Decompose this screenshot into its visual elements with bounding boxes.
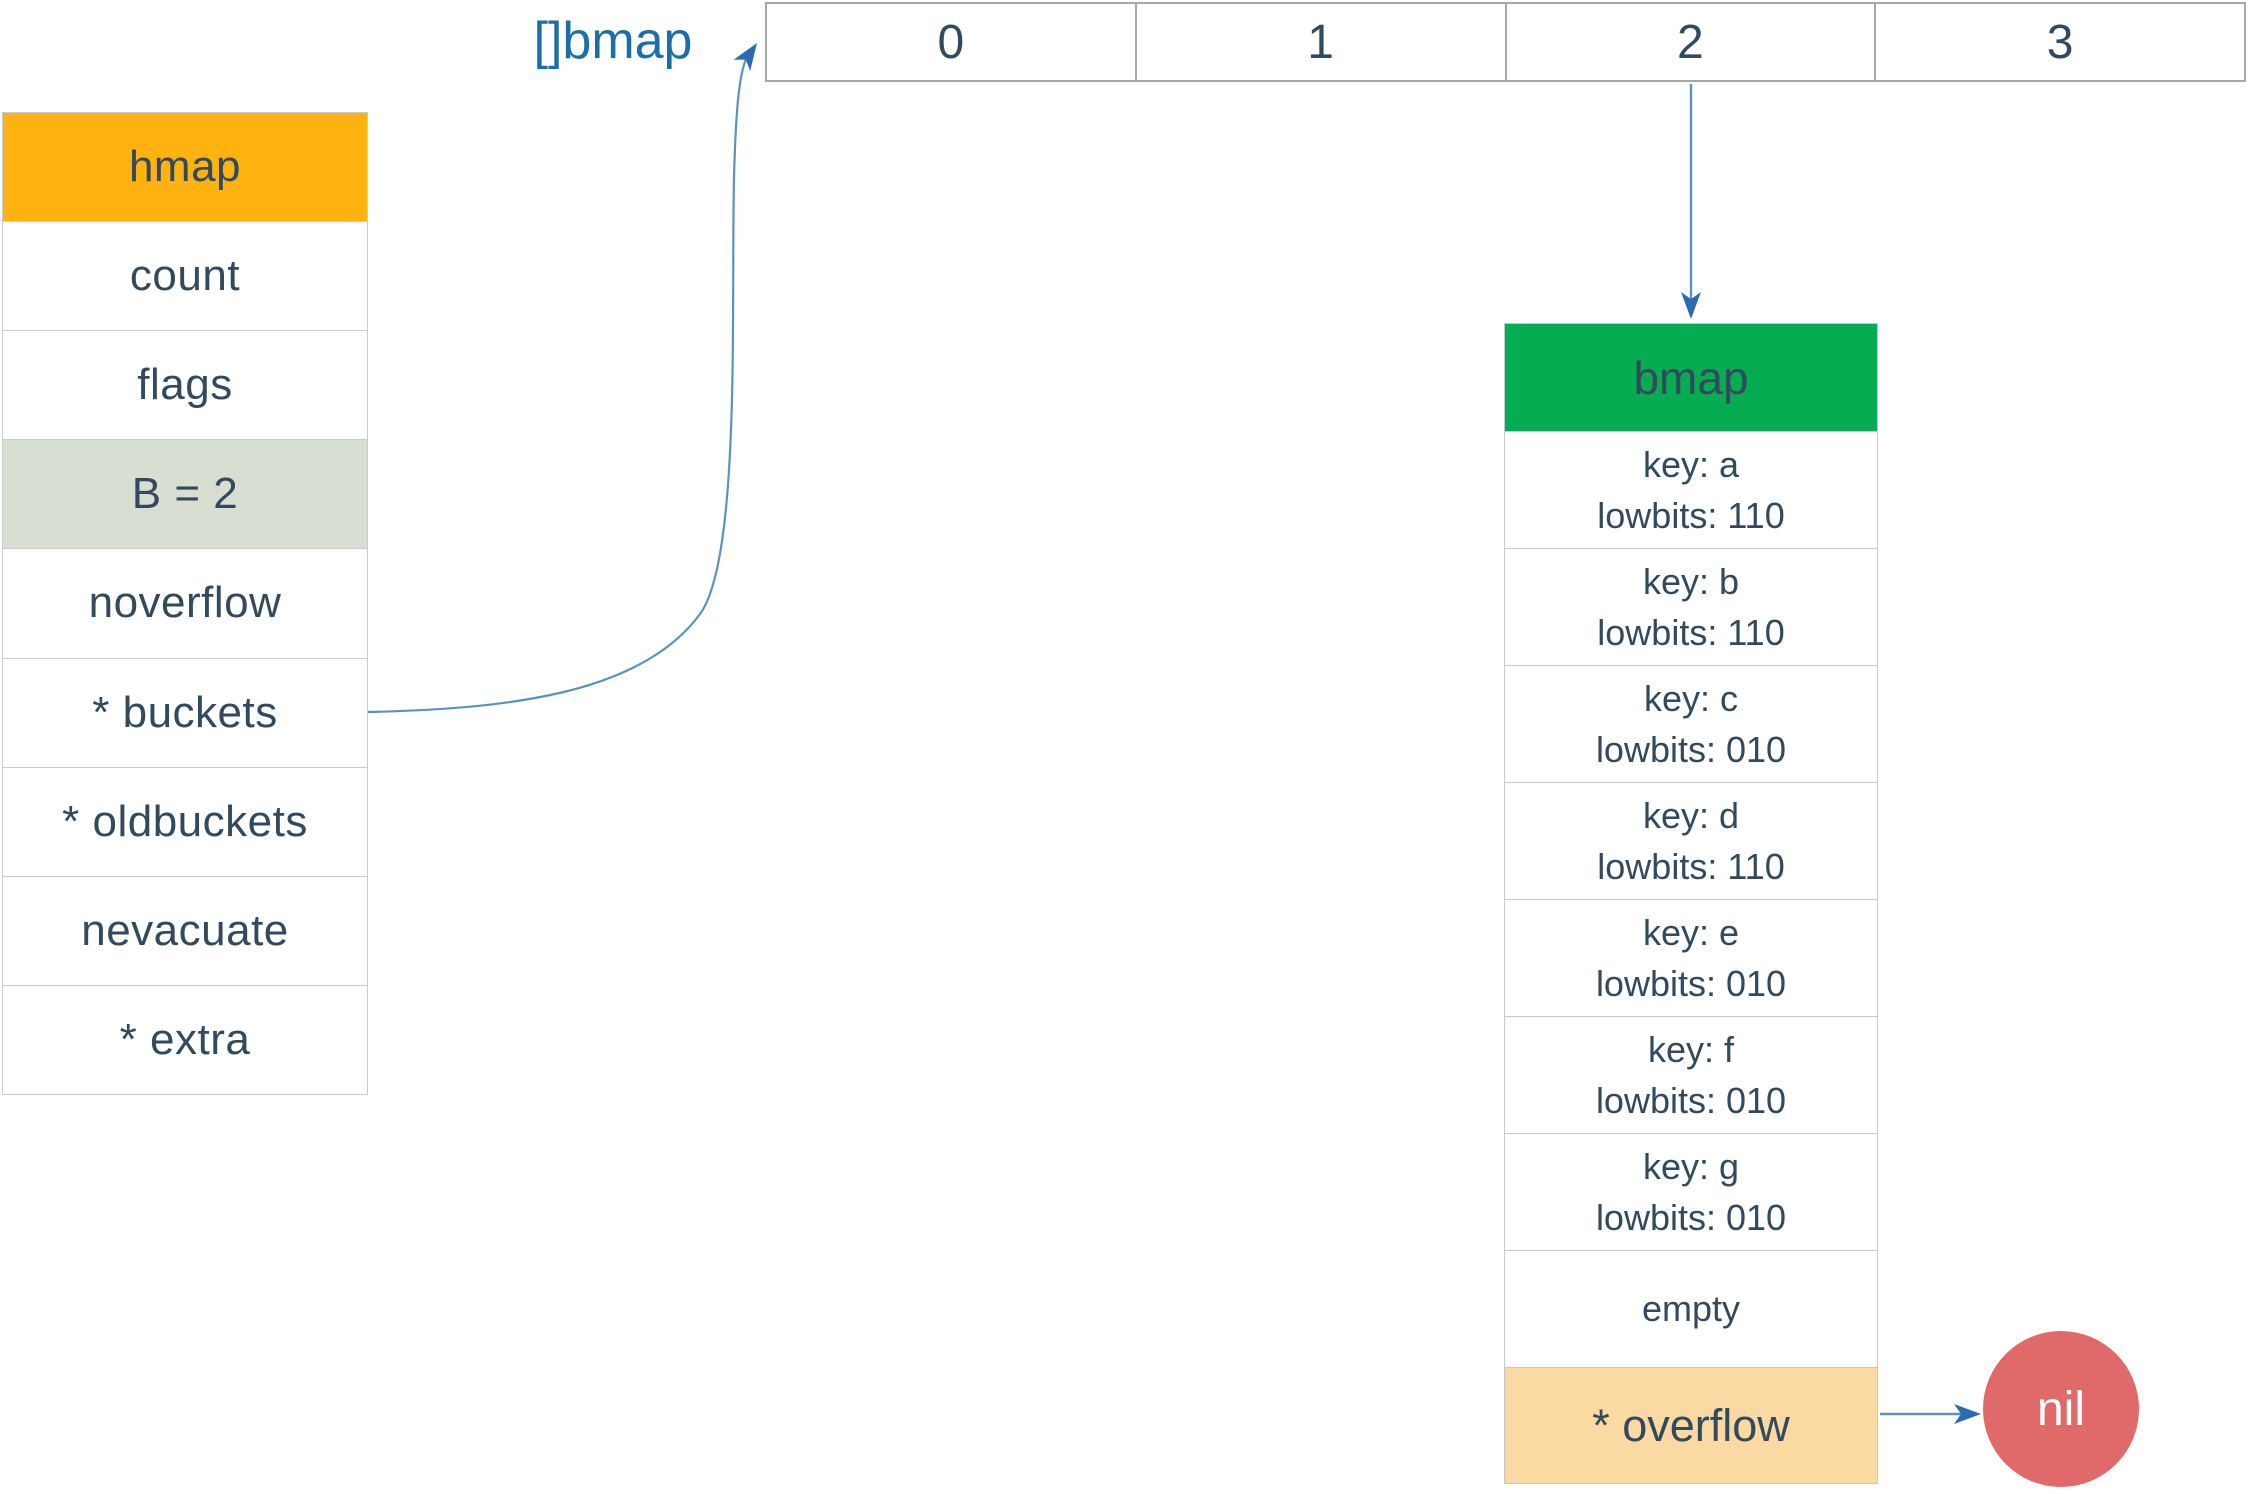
- bmap-bucket-table: bmap key: a lowbits: 110 key: b lowbits:…: [1504, 323, 1878, 1484]
- bmap-entry-key: key: e: [1642, 911, 1740, 953]
- bmap-entry-key: key: a: [1642, 443, 1740, 485]
- hmap-field-b: B = 2: [3, 439, 367, 549]
- buckets-to-array-arrow: [367, 43, 757, 714]
- bmap-entry-b: key: b lowbits: 110: [1505, 548, 1877, 665]
- bmap-overflow-pointer: * overflow: [1505, 1367, 1877, 1483]
- bmap-entry-lowbits: lowbits: 110: [1597, 846, 1785, 887]
- overflow-to-nil-arrow: [1880, 1404, 1981, 1424]
- bmap-empty-slot: empty: [1505, 1250, 1877, 1367]
- hmap-field-noverflow: noverflow: [3, 548, 367, 658]
- hmap-field-count: count: [3, 221, 367, 331]
- bmap-entry-e: key: e lowbits: 010: [1505, 899, 1877, 1016]
- hmap-field-flags: flags: [3, 330, 367, 440]
- cell2-to-bmap-arrow: [1681, 84, 1701, 319]
- bmap-entry-key: key: g: [1642, 1145, 1740, 1187]
- bucket-array: 0 1 2 3: [765, 2, 2246, 82]
- bmap-entry-key: key: c: [1643, 677, 1739, 719]
- bmap-entry-lowbits: lowbits: 010: [1595, 1197, 1787, 1238]
- bmap-entry-key: key: b: [1642, 560, 1740, 602]
- bmap-entry-g: key: g lowbits: 010: [1505, 1133, 1877, 1250]
- bmap-entry-f: key: f lowbits: 010: [1505, 1016, 1877, 1133]
- bucket-cell-0: 0: [765, 2, 1137, 82]
- bmap-entry-d: key: d lowbits: 110: [1505, 782, 1877, 899]
- hmap-table-header: hmap: [3, 113, 367, 222]
- hmap-field-nevacuate: nevacuate: [3, 875, 367, 985]
- bucket-cell-2: 2: [1505, 2, 1877, 82]
- bmap-entry-lowbits: lowbits: 010: [1595, 729, 1787, 770]
- hmap-field-buckets: * buckets: [3, 657, 367, 767]
- bmap-entry-lowbits: lowbits: 110: [1597, 612, 1785, 653]
- bmap-entry-lowbits: lowbits: 010: [1595, 963, 1787, 1004]
- bucket-cell-1: 1: [1135, 2, 1507, 82]
- bmap-entry-a: key: a lowbits: 110: [1505, 431, 1877, 548]
- nil-node: nil: [1983, 1331, 2139, 1487]
- hmap-field-extra: * extra: [3, 984, 367, 1094]
- bmap-entry-key: key: f: [1647, 1028, 1735, 1070]
- bmap-entry-lowbits: lowbits: 010: [1595, 1080, 1787, 1121]
- bmap-table-header: bmap: [1505, 324, 1877, 431]
- hmap-field-oldbuckets: * oldbuckets: [3, 766, 367, 876]
- bmap-entry-key: key: d: [1642, 794, 1740, 836]
- bucket-cell-3: 3: [1875, 2, 2246, 82]
- bmap-entry-lowbits: lowbits: 110: [1597, 495, 1785, 536]
- bmap-slice-label: []bmap: [533, 12, 693, 70]
- hmap-struct-table: hmap count flags B = 2 noverflow * bucke…: [2, 112, 368, 1095]
- bmap-entry-c: key: c lowbits: 010: [1505, 665, 1877, 782]
